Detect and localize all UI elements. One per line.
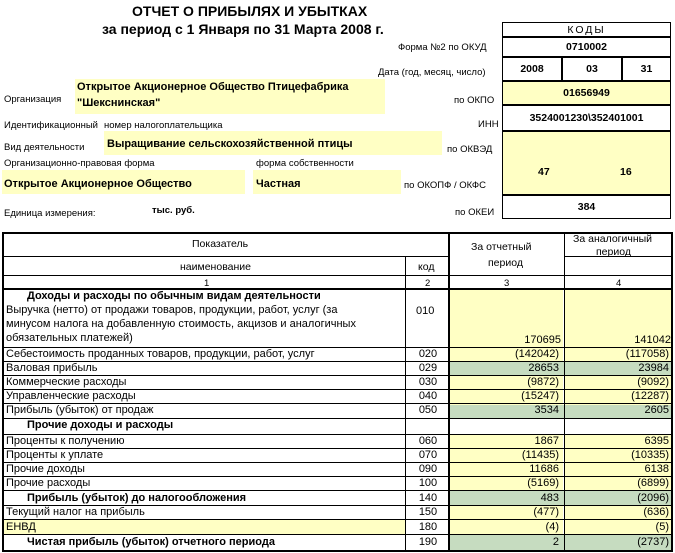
col-num-4: 4: [616, 278, 622, 289]
okved-okopf-box: [502, 131, 671, 195]
revenue-current: 170695: [524, 334, 561, 346]
okved-label: по ОКВЭД: [447, 144, 493, 155]
okud-label: Форма №2 по ОКУД: [398, 42, 487, 53]
okpo-value: 01656949: [502, 81, 671, 105]
date-day: 31: [622, 57, 671, 81]
okfs-value: 16: [620, 166, 632, 178]
codes-header: КОДЫ: [502, 22, 671, 37]
legal-form-fill: [2, 170, 245, 194]
unit-label: Единица измерения:: [4, 208, 96, 219]
head-current-2: период: [488, 257, 523, 269]
head-name: наименование: [180, 261, 252, 273]
revenue-code: 010: [416, 305, 435, 317]
org-name-line2: "Шекснинская": [77, 97, 161, 109]
inn-value: 3524001230\352401001: [502, 105, 671, 131]
date-label: Дата (год, месяц, число): [378, 67, 486, 78]
ownership-label: форма собственности: [256, 158, 354, 169]
section-other: Прочие доходы и расходы: [27, 419, 174, 431]
activity-value: Выращивание сельскохозяйственной птицы: [107, 138, 353, 150]
org-label: Организация: [4, 94, 62, 105]
inn-label: ИНН: [478, 119, 499, 130]
legal-form-value: Открытое Акционерное Общество: [4, 178, 192, 190]
okopf-label: по ОКОПФ / ОКФС: [404, 180, 486, 191]
okopf-value: 47: [538, 166, 550, 178]
revenue-label-1: Выручка (нетто) от продажи товаров, прод…: [6, 304, 338, 316]
okpo-label: по ОКПО: [454, 95, 495, 106]
col-num-1: 1: [204, 278, 210, 289]
unit-value: тыс. руб.: [152, 205, 195, 216]
org-name-line1: Открытое Акционерное Общество Птицефабри…: [77, 81, 349, 93]
report-period: за период с 1 Января по 31 Марта 2008 г.: [102, 21, 384, 37]
col-num-2: 2: [425, 278, 431, 289]
section-ordinary: Доходы и расходы по обычным видам деятел…: [27, 290, 321, 302]
legal-form-label: Организационно-правовая форма: [4, 158, 155, 169]
org-name-fill: [75, 79, 385, 114]
date-month: 03: [562, 57, 622, 81]
okud-value: 0710002: [502, 37, 671, 57]
report-title: ОТЧЕТ О ПРИБЫЛЯХ И УБЫТКАХ: [132, 3, 368, 19]
activity-label: Вид деятельности: [4, 142, 85, 153]
revenue-label-2: минусом налога на добавленную стоимость,…: [6, 318, 356, 330]
col-num-3: 3: [504, 278, 510, 289]
head-prev-2: период: [596, 246, 631, 257]
ownership-value: Частная: [256, 178, 301, 190]
head-prev-1: За аналогичный: [573, 233, 653, 245]
inn-caption-1: Идентификационный: [4, 120, 98, 131]
head-code: код: [418, 261, 435, 273]
ownership-fill: [253, 170, 401, 194]
pl-table: Показатель наименование код За отчетный …: [2, 232, 673, 552]
head-current-1: За отчетный: [471, 241, 532, 253]
revenue-label-3: обязательных платежей): [6, 332, 133, 344]
date-year: 2008: [502, 57, 562, 81]
inn-caption-2: номер налогоплательщика: [104, 120, 223, 131]
head-indicator: Показатель: [192, 238, 249, 250]
okei-label: по ОКЕИ: [455, 207, 495, 218]
activity-fill: [104, 131, 442, 155]
revenue-prev: 141042: [634, 334, 671, 346]
okei-value: 384: [502, 195, 671, 219]
